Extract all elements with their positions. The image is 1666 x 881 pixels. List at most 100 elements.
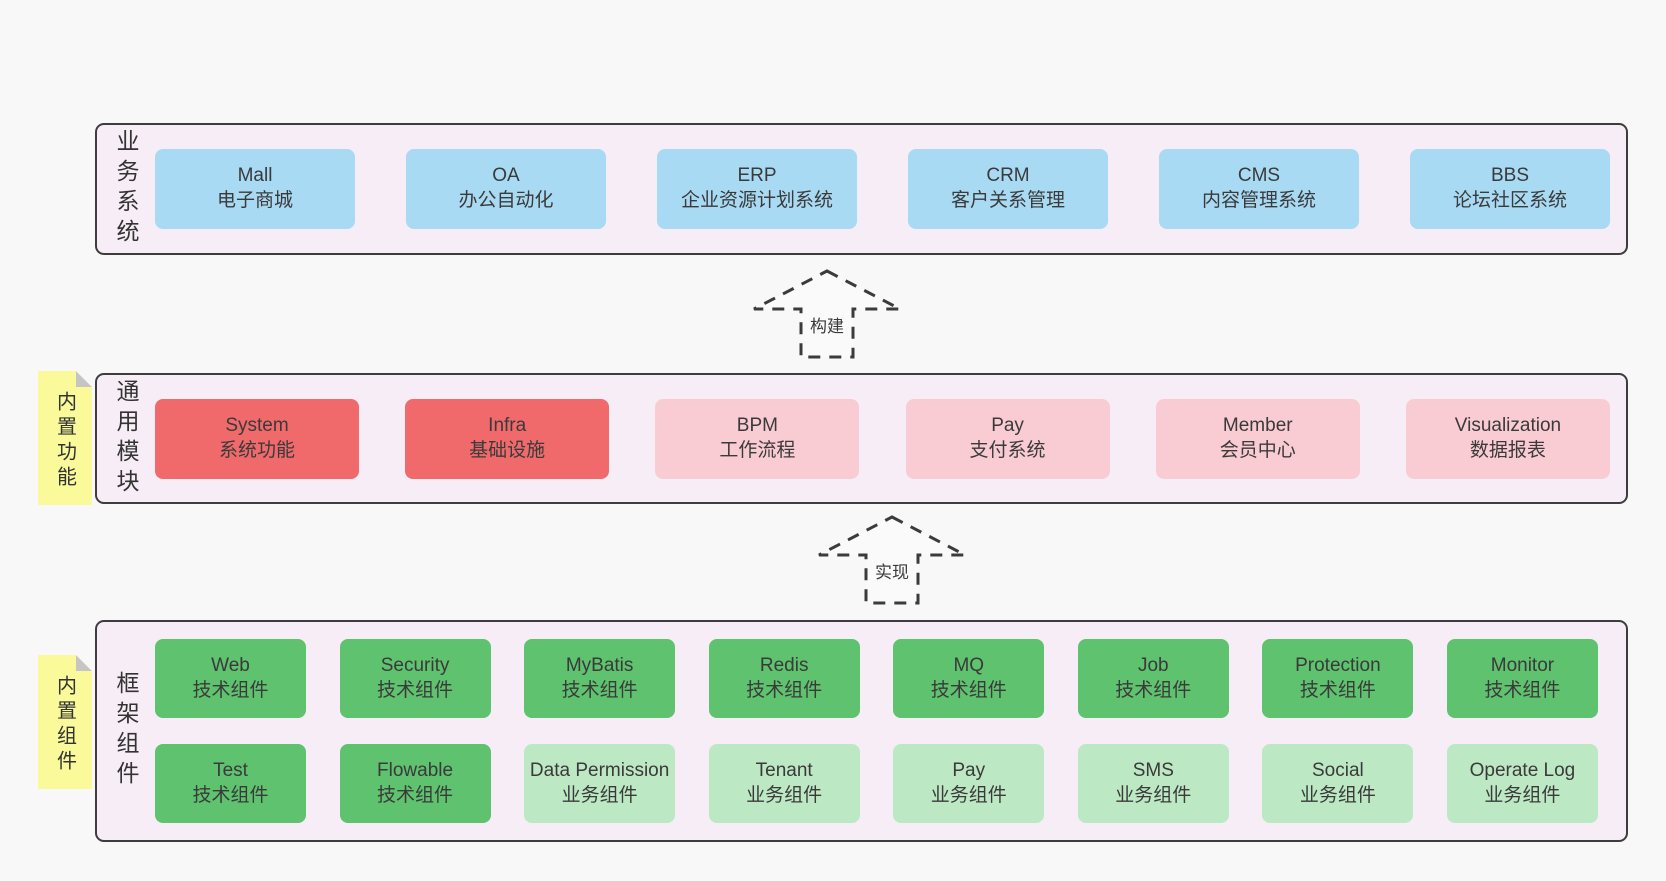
box-subtitle: 技术组件 <box>1115 679 1192 701</box>
box-subtitle: 企业资源计划系统 <box>680 190 833 211</box>
box-infra: Infra 基础设施 <box>405 399 610 479</box>
box-title: Member <box>1222 415 1293 437</box>
box-erp: ERP 企业资源计划系统 <box>657 149 857 229</box>
box-subtitle: 内容管理系统 <box>1201 190 1316 211</box>
note-fold-corner <box>76 655 92 671</box>
box-title: Mall <box>237 165 273 187</box>
box-subtitle: 技术组件 <box>746 679 823 701</box>
box-test: Test 技术组件 <box>155 744 306 823</box>
note-label: 内置组件 <box>53 674 76 775</box>
box-subtitle: 电子商城 <box>216 190 293 211</box>
box-redis: Redis 技术组件 <box>708 639 860 718</box>
box-pay-component: Pay 业务组件 <box>893 744 1045 823</box>
note-label: 内置功能 <box>53 390 76 491</box>
box-subtitle: 工作流程 <box>719 440 796 461</box>
box-title: Security <box>380 654 450 676</box>
box-system: System 系统功能 <box>155 399 359 479</box>
box-title: Test <box>213 759 248 781</box>
box-visualization: Visualization 数据报表 <box>1405 399 1610 479</box>
box-monitor: Monitor 技术组件 <box>1446 639 1598 718</box>
box-subtitle: 基础设施 <box>469 440 546 461</box>
box-title: SMS <box>1132 759 1174 781</box>
box-title: Tenant <box>755 759 813 781</box>
box-subtitle: 业务组件 <box>1484 784 1561 806</box>
box-title: CMS <box>1237 165 1281 187</box>
box-web: Web 技术组件 <box>155 639 306 718</box>
band-label-business-systems: 业务系统 <box>113 129 139 249</box>
box-subtitle: 技术组件 <box>1484 679 1561 701</box>
box-operate-log: Operate Log 业务组件 <box>1446 744 1598 823</box>
band-label-framework-components: 框架组件 <box>113 671 139 791</box>
box-flowable: Flowable 技术组件 <box>339 744 491 823</box>
implement-arrow-icon: 实现 <box>817 514 967 606</box>
box-oa: OA 办公自动化 <box>406 149 606 229</box>
box-subtitle: 业务组件 <box>930 784 1007 806</box>
box-title: Social <box>1312 759 1364 781</box>
box-subtitle: 技术组件 <box>561 679 638 701</box>
box-title: Flowable <box>377 759 454 781</box>
note-fold-corner <box>76 371 92 387</box>
box-member: Member 会员中心 <box>1155 399 1360 479</box>
box-title: BPM <box>736 415 778 437</box>
framework-components-row-1: Web 技术组件 Security 技术组件 MyBatis 技术组件 Redi… <box>155 639 1598 718</box>
box-title: Job <box>1137 654 1169 676</box>
box-subtitle: 系统功能 <box>218 440 295 461</box>
box-title: MyBatis <box>565 654 634 676</box>
box-subtitle: 技术组件 <box>192 784 269 806</box>
box-title: Web <box>211 654 250 676</box>
box-subtitle: 支付系统 <box>969 440 1046 461</box>
sticky-note-built-in-functions: 内置功能 <box>38 371 92 505</box>
box-title: System <box>225 415 289 437</box>
box-title: Pay <box>952 759 986 781</box>
box-subtitle: 业务组件 <box>1299 784 1376 806</box>
band-common-modules: 通用模块 System 系统功能 Infra 基础设施 BPM 工作流程 Pay… <box>95 373 1628 504</box>
box-job: Job 技术组件 <box>1077 639 1229 718</box>
arrow-label-build: 构建 <box>807 312 847 337</box>
box-title: Infra <box>488 415 527 437</box>
box-title: Operate Log <box>1469 759 1576 781</box>
box-subtitle: 会员中心 <box>1219 440 1296 461</box>
sticky-note-built-in-components: 内置组件 <box>38 655 92 789</box>
box-subtitle: 数据报表 <box>1469 440 1546 461</box>
box-subtitle: 办公自动化 <box>458 190 554 211</box>
box-title: CRM <box>986 165 1030 187</box>
box-title: OA <box>492 165 520 187</box>
box-title: Data Permission <box>529 759 670 781</box>
box-subtitle: 技术组件 <box>192 679 269 701</box>
box-title: ERP <box>737 165 777 187</box>
build-arrow-icon: 构建 <box>752 268 902 360</box>
box-subtitle: 技术组件 <box>1299 679 1376 701</box>
band-label-common-modules: 通用模块 <box>113 378 139 499</box>
box-title: Pay <box>991 415 1024 437</box>
box-cms: CMS 内容管理系统 <box>1159 149 1359 229</box>
box-bpm: BPM 工作流程 <box>655 399 860 479</box>
box-mall: Mall 电子商城 <box>155 149 355 229</box>
box-tenant: Tenant 业务组件 <box>708 744 860 823</box>
box-title: MQ <box>953 654 985 676</box>
business-systems-row: Mall 电子商城 OA 办公自动化 ERP 企业资源计划系统 CRM 客户关系… <box>155 149 1610 229</box>
box-title: Monitor <box>1490 654 1555 676</box>
framework-components-row-2: Test 技术组件 Flowable 技术组件 Data Permission … <box>155 744 1598 823</box>
box-sms: SMS 业务组件 <box>1077 744 1229 823</box>
box-mq: MQ 技术组件 <box>893 639 1045 718</box>
band-business-systems: 业务系统 Mall 电子商城 OA 办公自动化 ERP 企业资源计划系统 CRM… <box>95 123 1628 255</box>
box-subtitle: 技术组件 <box>377 679 454 701</box>
box-subtitle: 论坛社区系统 <box>1452 190 1567 211</box>
box-subtitle: 客户关系管理 <box>950 190 1065 211</box>
box-subtitle: 技术组件 <box>377 784 454 806</box>
box-mybatis: MyBatis 技术组件 <box>524 639 676 718</box>
arrow-label-implement: 实现 <box>872 558 912 583</box>
common-modules-row: System 系统功能 Infra 基础设施 BPM 工作流程 Pay 支付系统… <box>155 399 1610 479</box>
box-subtitle: 业务组件 <box>746 784 823 806</box>
box-title: Visualization <box>1454 415 1562 437</box>
box-social: Social 业务组件 <box>1262 744 1414 823</box>
box-protection: Protection 技术组件 <box>1262 639 1414 718</box>
box-crm: CRM 客户关系管理 <box>908 149 1108 229</box>
box-subtitle: 技术组件 <box>930 679 1007 701</box>
box-pay: Pay 支付系统 <box>905 399 1110 479</box>
box-subtitle: 业务组件 <box>1115 784 1192 806</box>
box-title: Redis <box>759 654 809 676</box>
box-title: BBS <box>1490 165 1530 187</box>
box-subtitle: 业务组件 <box>561 784 638 806</box>
